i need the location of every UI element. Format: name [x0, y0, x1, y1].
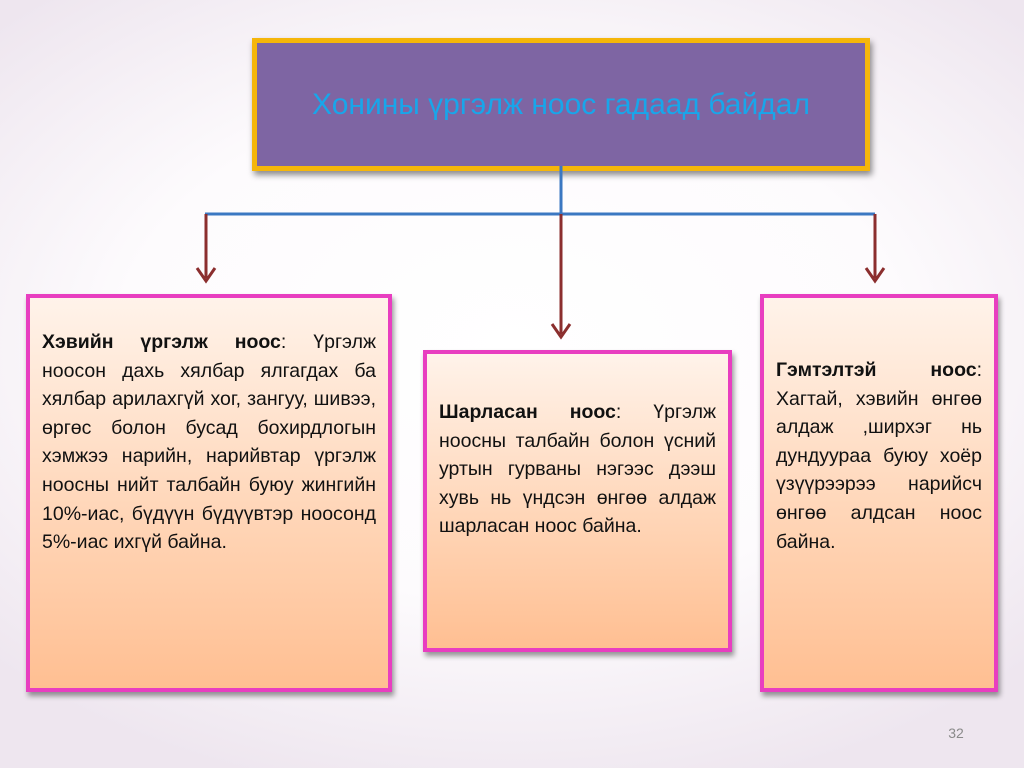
branch-separator: :: [615, 401, 622, 423]
branch-heading: Шарласан ноос: [439, 401, 616, 423]
diagram-title: Хонины үргэлж ноос гадаад байдал: [312, 87, 810, 121]
arrow-center: [550, 214, 572, 340]
branch-box-normal-wool: Хэвийн үргэлж ноос: Үргэлж ноосон дахь х…: [26, 294, 392, 692]
branch-heading: Хэвийн үргэлж ноос: [42, 331, 281, 353]
branch-heading: Гэмтэлтэй ноос: [776, 359, 977, 381]
branch-box-damaged-wool: Гэмтэлтэй ноос: Хагтай, хэвийн өнгөө алд…: [760, 294, 998, 692]
branch-separator: :: [280, 331, 287, 353]
branch-text: Хагтай, хэвийн өнгөө алдаж ,ширхэг нь ду…: [776, 387, 982, 553]
branch-text: Үргэлж ноосон дахь хялбар ялгагдах ба хя…: [42, 331, 376, 554]
arrow-left: [195, 214, 217, 284]
page-number: 32: [948, 725, 964, 741]
branch-separator: :: [976, 359, 982, 381]
arrow-right: [864, 214, 886, 284]
diagram-title-box: Хонины үргэлж ноос гадаад байдал: [252, 38, 870, 171]
branch-text: Үргэлж ноосны талбайн болон үсний уртын …: [439, 401, 716, 538]
branch-box-yellowed-wool: Шарласан ноос: Үргэлж ноосны талбайн бол…: [423, 350, 732, 652]
